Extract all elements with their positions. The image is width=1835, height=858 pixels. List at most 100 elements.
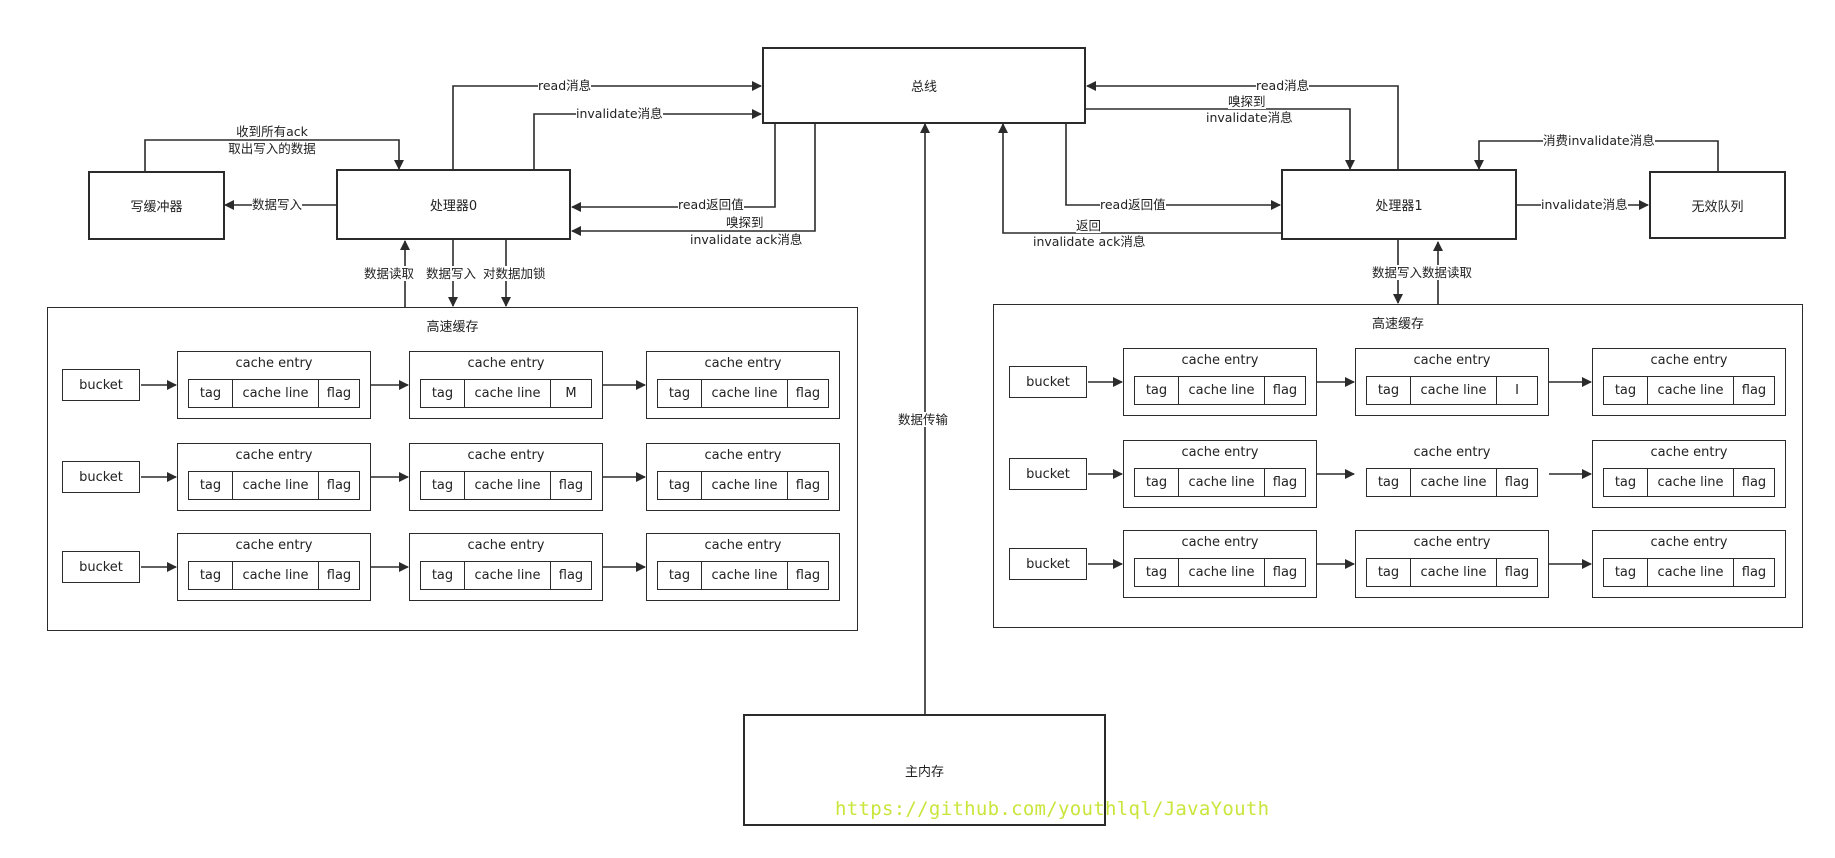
cache-entry-fields: tag cache line flag [1366,468,1538,497]
invalid-queue-node: 无效队列 [1649,171,1786,239]
bucket-label: bucket [1026,556,1070,572]
cache-line-field: cache line [1648,559,1734,586]
cache-entry-fields: tag cache line flag [1366,558,1538,587]
cache-entry-fields: tag cache line flag [188,379,360,408]
flag-field: flag [558,478,584,493]
p0-read-message-arrow [452,81,762,169]
cache-entry-fields: tag cache line flag [657,471,829,500]
cache-line-field: cache line [233,380,319,407]
cache-entry-title: cache entry [1650,535,1728,550]
p1-return-ack-arrow [998,123,1281,234]
p1-read-return-label: read返回值 [1100,197,1166,212]
bucket: bucket [1009,366,1087,398]
cache-entry: cache entry tag cache line flag [1592,440,1786,508]
cache-entry-title: cache entry [467,356,545,371]
tag-field: tag [421,562,465,589]
bucket: bucket [62,461,140,493]
tag-field: tag [189,562,233,589]
collect-ack-label-line1: 收到所有ack [232,124,312,139]
cache-line-field: cache line [465,472,551,499]
p1-snoop-label-line1: 嗅探到 [1228,94,1266,109]
tag-field: tag [1135,377,1179,404]
flag-field: flag [1272,383,1298,398]
cache-line-field: cache line [1411,469,1497,496]
cache-entry: cache entry tag cache line flag [1355,440,1549,508]
bucket-label: bucket [79,377,123,393]
cache-entry-title: cache entry [1413,353,1491,368]
cache-left-region: 高速缓存 [47,307,858,631]
cache-line-field: cache line [1179,377,1265,404]
p1-return-ack-label-line2: invalidate ack消息 [1033,234,1146,249]
cache-entry-fields: tag cache line flag [1134,468,1306,497]
write-buffer-node: 写缓冲器 [88,171,225,240]
cache-entry-title: cache entry [467,538,545,553]
cache-entry-fields: tag cache line flag [1603,558,1775,587]
cache-line-field: cache line [1411,377,1497,404]
tag-field: tag [421,472,465,499]
bucket-label: bucket [1026,466,1070,482]
tag-field: tag [658,562,702,589]
bucket-label: bucket [79,559,123,575]
cache-entry: cache entry tag cache line flag [646,443,840,511]
cache-entry-title: cache entry [1181,445,1259,460]
bucket: bucket [62,369,140,401]
p1-read-message-label: read消息 [1256,78,1310,93]
cache-line-field: cache line [702,472,788,499]
cache-right-title: 高速缓存 [1371,317,1424,332]
cache-line-field: cache line [1179,559,1265,586]
p0-snoop-ack-arrow [571,124,816,236]
flag-field: flag [1741,475,1767,490]
p0-lock-label: 对数据加锁 [483,266,546,281]
cache-entry-title: cache entry [1650,445,1728,460]
cache-line-field: cache line [465,562,551,589]
p0-data-read-label: 数据读取 [364,266,415,281]
cache-entry: cache entry tag cache line flag [177,533,371,601]
collect-ack-label-line2: 取出写入的数据 [225,141,319,156]
p1-snoop-label-line2: invalidate消息 [1206,110,1293,125]
cache-entry: cache entry tag cache line M [409,351,603,419]
cache-line-field: cache line [233,472,319,499]
processor0-node: 处理器0 [336,169,571,240]
cache-entry-title: cache entry [235,448,313,463]
bus-label: 总线 [910,80,937,95]
p1-snoop-invalidate-arrow [1086,108,1355,170]
main-memory-node: 主内存 [743,714,1106,826]
tag-field: tag [1135,469,1179,496]
cache-entry: cache entry tag cache line flag [177,443,371,511]
bucket: bucket [1009,548,1087,580]
tag-field: tag [1604,377,1648,404]
consume-invalidate-label: 消费invalidate消息 [1543,133,1655,148]
cache-entry: cache entry tag cache line flag [1592,348,1786,416]
tag-field: tag [189,472,233,499]
main-memory-label: 主内存 [904,764,944,780]
cache-line-field: cache line [1648,377,1734,404]
cache-entry-fields: tag cache line I [1366,376,1538,405]
cache-entry: cache entry tag cache line flag [646,351,840,419]
cache-entry-title: cache entry [704,448,782,463]
processor1-node: 处理器1 [1281,169,1517,240]
cache-entry: cache entry tag cache line flag [1123,348,1317,416]
cache-entry-title: cache entry [1413,445,1491,460]
cache-entry-fields: tag cache line flag [657,561,829,590]
p0-invalidate-message-label: invalidate消息 [576,106,663,121]
cache-line-field: cache line [1648,469,1734,496]
cache-entry-fields: tag cache line flag [420,561,592,590]
tag-field: tag [189,380,233,407]
cache-entry-title: cache entry [235,356,313,371]
p1-read-message-arrow [1086,81,1399,169]
cache-entry: cache entry tag cache line flag [177,351,371,419]
tag-field: tag [1604,559,1648,586]
flag-field: flag [1741,383,1767,398]
invalid-queue-label: 无效队列 [1691,199,1744,215]
cache-entry-title: cache entry [704,538,782,553]
p1-data-write-read-label: 数据写入数据读取 [1372,265,1473,280]
cache-entry-fields: tag cache line flag [188,561,360,590]
cache-entry-fields: tag cache line flag [657,379,829,408]
tag-field: tag [658,472,702,499]
cache-left-title: 高速缓存 [426,320,479,335]
cache-line-field: cache line [1411,559,1497,586]
p0-snoop-ack-label-line2: invalidate ack消息 [690,232,803,247]
bus-node: 总线 [762,47,1086,124]
cache-line-field: cache line [465,380,551,407]
